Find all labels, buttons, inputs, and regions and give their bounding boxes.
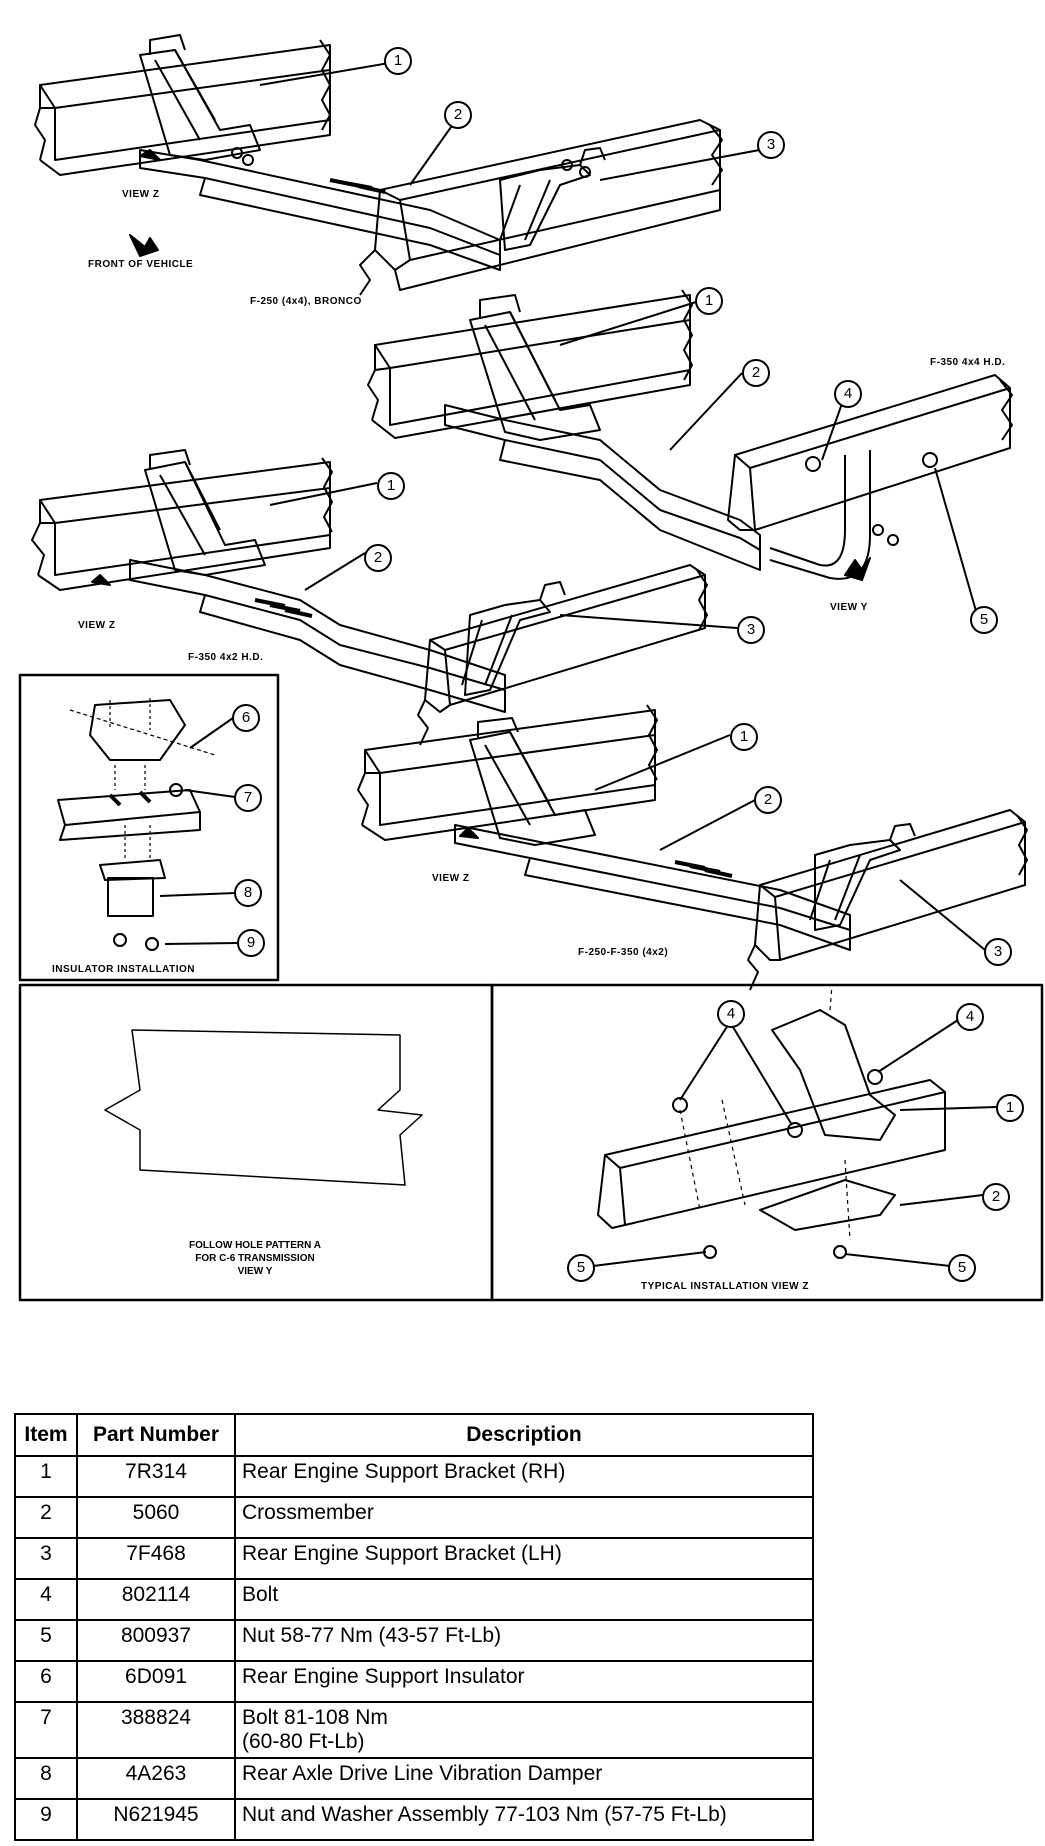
callout-3-assembly-a: 3	[757, 131, 785, 159]
hole-pattern-caption: FOLLOW HOLE PATTERN A FOR C-6 TRANSMISSI…	[150, 1239, 360, 1278]
part-number-cell: 6D091	[76, 1660, 236, 1703]
part-number-cell: N621945	[76, 1798, 236, 1841]
table-row: 7 388824 Bolt 81-108 Nm (60-80 Ft-Lb)	[14, 1701, 814, 1759]
variant-label-f350-4x2-hd: F-350 4x2 H.D.	[188, 652, 264, 663]
table-row: 1 7R314 Rear Engine Support Bracket (RH)	[14, 1455, 814, 1498]
callout-6-insulator: 6	[232, 704, 260, 732]
table-row: 4 802114 Bolt	[14, 1578, 814, 1621]
description-cell: Rear Engine Support Bracket (RH)	[234, 1455, 814, 1498]
callout-1-assembly-b: 1	[695, 287, 723, 315]
callout-8-insulator: 8	[234, 879, 262, 907]
item-cell: 1	[14, 1455, 78, 1498]
callout-1-assembly-d: 1	[730, 723, 758, 751]
hole-pattern-caption-line-1: FOLLOW HOLE PATTERN A	[188, 1240, 322, 1251]
assembly-f350-4x2-hd	[31, 449, 738, 746]
callout-2-typical: 2	[982, 1183, 1010, 1211]
item-cell: 8	[14, 1757, 78, 1800]
part-number-cell: 4A263	[76, 1757, 236, 1800]
callout-7-insulator: 7	[234, 784, 262, 812]
view-z-label-c: VIEW Z	[78, 620, 116, 631]
table-row: 3 7F468 Rear Engine Support Bracket (LH)	[14, 1537, 814, 1580]
callout-2-assembly-c: 2	[364, 544, 392, 572]
description-cell: Bolt	[234, 1578, 814, 1621]
hole-pattern-caption-line-2: FOR C-6 TRANSMISSION	[195, 1253, 315, 1264]
callout-2-assembly-a: 2	[444, 101, 472, 129]
view-z-label-a: VIEW Z	[122, 189, 160, 200]
callout-5-assembly-b: 5	[970, 606, 998, 634]
insulator-installation-panel	[18, 673, 280, 982]
table-row: 2 5060 Crossmember	[14, 1496, 814, 1539]
item-cell: 6	[14, 1660, 78, 1703]
variant-label-f350-4x4-hd: F-350 4x4 H.D.	[930, 357, 1006, 368]
assembly-f350-4x4-hd	[367, 289, 1013, 626]
callout-1-assembly-a: 1	[384, 47, 412, 75]
callout-5-typical-left: 5	[567, 1254, 595, 1282]
callout-4-typical-right: 4	[956, 1003, 984, 1031]
callout-3-assembly-d: 3	[984, 938, 1012, 966]
assembly-f250-f350-4x2	[357, 704, 1028, 991]
assembly-f250-4x4-bronco	[34, 34, 771, 296]
column-header-description: Description	[234, 1413, 814, 1457]
callout-1-assembly-c: 1	[377, 472, 405, 500]
view-z-label-d: VIEW Z	[432, 873, 470, 884]
column-header-part-number: Part Number	[76, 1413, 236, 1457]
item-cell: 3	[14, 1537, 78, 1580]
callout-2-assembly-d: 2	[754, 786, 782, 814]
table-row: 5 800937 Nut 58-77 Nm (43-57 Ft-Lb)	[14, 1619, 814, 1662]
part-number-cell: 5060	[76, 1496, 236, 1539]
item-cell: 7	[14, 1701, 78, 1759]
description-cell: Bolt 81-108 Nm (60-80 Ft-Lb)	[234, 1701, 814, 1759]
description-cell: Rear Engine Support Insulator	[234, 1660, 814, 1703]
column-header-item: Item	[14, 1413, 78, 1457]
item-cell: 5	[14, 1619, 78, 1662]
typical-installation-caption: TYPICAL INSTALLATION VIEW Z	[641, 1281, 809, 1292]
table-row: 9 N621945 Nut and Washer Assembly 77-103…	[14, 1798, 814, 1841]
callout-9-insulator: 9	[237, 929, 265, 957]
callout-4-typical-left: 4	[717, 1000, 745, 1028]
description-line-1: Bolt 81-108 Nm	[242, 1706, 388, 1729]
front-of-vehicle-label: FRONT OF VEHICLE	[88, 259, 194, 270]
description-cell: Rear Axle Drive Line Vibration Damper	[234, 1757, 814, 1800]
description-cell: Crossmember	[234, 1496, 814, 1539]
hole-pattern-caption-line-3: VIEW Y	[237, 1266, 273, 1277]
variant-label-f250-f350-4x2: F-250-F-350 (4x2)	[578, 947, 669, 958]
part-number-cell: 388824	[76, 1701, 236, 1759]
table-header-row: Item Part Number Description	[14, 1413, 814, 1457]
callout-3-assembly-c: 3	[737, 616, 765, 644]
callout-1-typical: 1	[996, 1094, 1024, 1122]
callout-5-typical-right: 5	[948, 1254, 976, 1282]
table-row: 6 6D091 Rear Engine Support Insulator	[14, 1660, 814, 1703]
part-number-cell: 7R314	[76, 1455, 236, 1498]
callout-2-assembly-b: 2	[742, 359, 770, 387]
parts-table: Item Part Number Description 1 7R314 Rea…	[14, 1413, 814, 1841]
part-number-cell: 7F468	[76, 1537, 236, 1580]
typical-installation-panel	[490, 983, 1044, 1302]
callout-4-assembly-b: 4	[834, 380, 862, 408]
description-cell: Rear Engine Support Bracket (LH)	[234, 1537, 814, 1580]
description-cell: Nut and Washer Assembly 77-103 Nm (57-75…	[234, 1798, 814, 1841]
part-number-cell: 800937	[76, 1619, 236, 1662]
part-number-cell: 802114	[76, 1578, 236, 1621]
table-row: 8 4A263 Rear Axle Drive Line Vibration D…	[14, 1757, 814, 1800]
view-y-label: VIEW Y	[830, 602, 868, 613]
item-cell: 2	[14, 1496, 78, 1539]
item-cell: 9	[14, 1798, 78, 1841]
variant-label-f250-4x4-bronco: F-250 (4x4), BRONCO	[250, 296, 362, 307]
description-line-2: (60-80 Ft-Lb)	[242, 1730, 365, 1753]
description-cell: Nut 58-77 Nm (43-57 Ft-Lb)	[234, 1619, 814, 1662]
insulator-installation-caption: INSULATOR INSTALLATION	[52, 964, 196, 975]
item-cell: 4	[14, 1578, 78, 1621]
